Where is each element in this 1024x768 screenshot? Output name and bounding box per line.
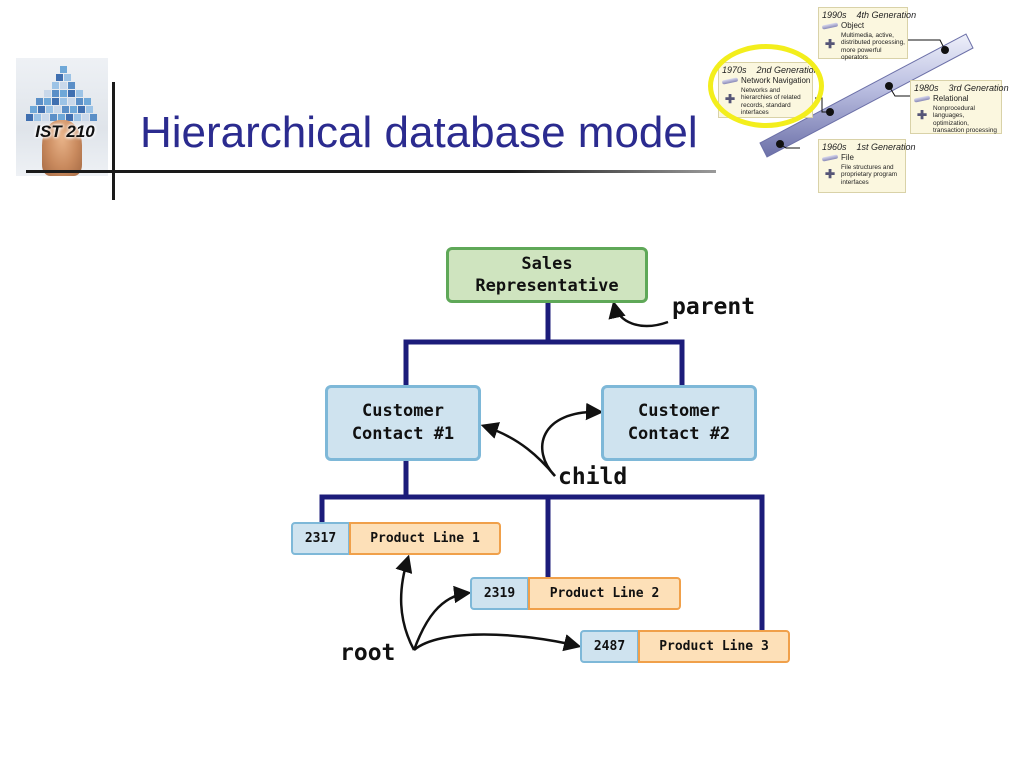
- plus-icon: ✚: [825, 37, 836, 51]
- root-arrow-2: [412, 585, 472, 651]
- record-name: Product Line 1: [349, 522, 501, 555]
- record-name: Product Line 3: [638, 630, 790, 663]
- root-label: root: [340, 640, 396, 666]
- logo-tile: [76, 98, 83, 105]
- node-label-line2: Representative: [475, 276, 619, 296]
- child-arrow-2: [540, 402, 604, 477]
- logo-tile: [86, 106, 93, 113]
- logo-tile: [26, 114, 33, 121]
- product-line-2-record: 2319 Product Line 2: [470, 577, 681, 610]
- logo-tile: [70, 106, 77, 113]
- logo-tile: [78, 106, 85, 113]
- record-id: 2317: [291, 522, 350, 555]
- timeline-model: Object: [841, 21, 865, 30]
- plus-icon: ✚: [917, 108, 928, 122]
- node-label-line1: Sales: [521, 254, 573, 274]
- logo-tile: [44, 98, 51, 105]
- logo-tile: [68, 82, 75, 89]
- logo-tile: [52, 98, 59, 105]
- timeline-description: Multimedia, active, distributed processi…: [841, 32, 905, 62]
- logo-tile: [64, 74, 71, 81]
- logo-tile: [74, 114, 81, 121]
- root-arrow-3: [413, 633, 582, 652]
- timeline-generation: 1st Generation: [856, 142, 916, 152]
- logo-tile: [56, 74, 63, 81]
- node-label-line2: Contact #1: [351, 424, 455, 444]
- logo-tile: [60, 66, 67, 73]
- logo-tile: [52, 82, 59, 89]
- product-line-1-record: 2317 Product Line 1: [291, 522, 501, 555]
- node-label-line2: Contact #2: [627, 424, 731, 444]
- logo-tile: [60, 98, 67, 105]
- timeline-model: File: [841, 153, 854, 162]
- logo-tile: [38, 106, 45, 113]
- header-horizontal-rule: [26, 170, 716, 173]
- logo-tile: [60, 90, 67, 97]
- timeline-generation: 3rd Generation: [948, 83, 1009, 93]
- header-vertical-rule: [112, 82, 115, 200]
- logo-tile: [44, 90, 51, 97]
- logo-tile: [36, 98, 43, 105]
- root-arrow-1: [395, 554, 416, 651]
- parent-arrow: [608, 300, 669, 328]
- logo-tile: [60, 82, 67, 89]
- tree-lines: [319, 301, 765, 633]
- timeline-description: File structures and proprietary program …: [841, 164, 898, 186]
- logo-tile: [54, 106, 61, 113]
- timeline-card-3rd-generation: 1980s 3rd Generation Relational ✚ Nonproc…: [910, 80, 1009, 135]
- logo-tile: [68, 98, 75, 105]
- logo-tile: [68, 90, 75, 97]
- annotation-arrows: [395, 300, 669, 652]
- timeline-card-4th-generation: 1990s 4th Generation Object ✚ Multimedia,…: [818, 7, 916, 62]
- timeline-card-1st-generation: 1960s 1st Generation File ✚ File structur…: [818, 139, 916, 193]
- logo-tile: [46, 106, 53, 113]
- logo-tile: [30, 106, 37, 113]
- hand-icon: [42, 120, 82, 176]
- timeline-model: Relational: [933, 94, 969, 103]
- timeline-dots: [776, 46, 949, 148]
- course-logo: IST 210: [16, 58, 108, 176]
- timeline-decade: 1990s: [822, 10, 847, 20]
- logo-tile: [82, 114, 89, 121]
- highlight-circle: [708, 44, 824, 128]
- timeline-decade: 1980s: [914, 83, 939, 93]
- logo-tile: [52, 90, 59, 97]
- child-label: child: [558, 464, 628, 490]
- record-id: 2487: [580, 630, 639, 663]
- node-label-line1: Customer: [362, 401, 444, 421]
- parent-label: parent: [672, 294, 756, 320]
- logo-tile: [84, 98, 91, 105]
- plus-icon: ✚: [825, 167, 836, 181]
- logo-tile: [66, 114, 73, 121]
- record-name: Product Line 2: [528, 577, 681, 610]
- product-line-3-record: 2487 Product Line 3: [580, 630, 790, 663]
- node-label-line1: Customer: [638, 401, 720, 421]
- timeline-decade: 1960s: [822, 142, 847, 152]
- slide-title: Hierarchical database model: [140, 108, 698, 157]
- logo-tile: [34, 114, 41, 121]
- timeline-generation: 4th Generation: [856, 10, 917, 20]
- timeline-pipe: [759, 33, 974, 158]
- record-id: 2319: [470, 577, 529, 610]
- logo-tile: [76, 90, 83, 97]
- logo-tile: [90, 114, 97, 121]
- logo-text: IST 210: [35, 122, 95, 141]
- logo-tile: [42, 114, 49, 121]
- logo-tile: [50, 114, 57, 121]
- logo-tile: [58, 114, 65, 121]
- timeline-description: Nonprocedural languages, optimization, t…: [933, 105, 997, 135]
- logo-tile: [62, 106, 69, 113]
